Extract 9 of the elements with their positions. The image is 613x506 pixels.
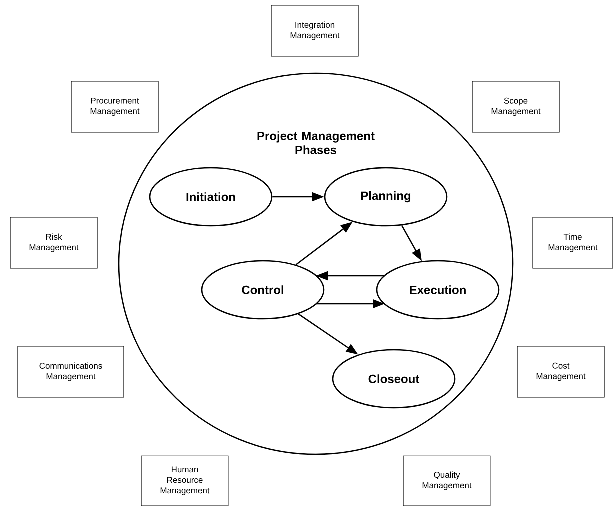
management-box: Human Resource Management — [141, 456, 229, 506]
management-box: Procurement Management — [71, 81, 159, 133]
management-box: Risk Management — [10, 217, 98, 269]
management-box: Integration Management — [271, 5, 359, 57]
management-box: Communications Management — [18, 346, 124, 398]
management-box: Scope Management — [472, 81, 560, 133]
management-box: Cost Management — [517, 346, 605, 398]
management-box: Quality Management — [403, 456, 491, 506]
management-box: Time Management — [532, 217, 613, 269]
